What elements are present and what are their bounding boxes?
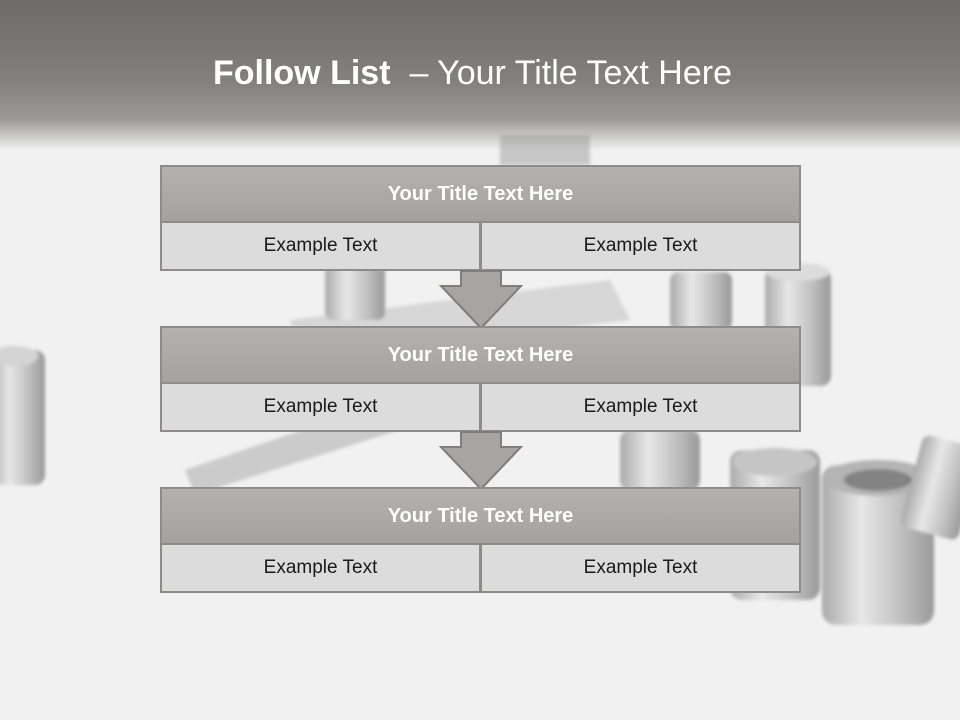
step-box-2: Your Title Text Here Example Text Exampl… bbox=[160, 326, 801, 432]
slide-title: Follow List – Your Title Text Here bbox=[0, 54, 945, 93]
step-cell-1-right: Example Text bbox=[480, 221, 801, 271]
slide-title-rest: – Your Title Text Here bbox=[409, 54, 733, 92]
step-cell-2-left: Example Text bbox=[160, 382, 481, 432]
step-title-3: Your Title Text Here bbox=[160, 487, 801, 545]
step-cell-2-right: Example Text bbox=[480, 382, 801, 432]
step-cell-3-right: Example Text bbox=[480, 543, 801, 593]
step-title-1: Your Title Text Here bbox=[160, 165, 801, 223]
step-title-2: Your Title Text Here bbox=[160, 326, 801, 384]
down-arrow-icon bbox=[438, 270, 524, 330]
step-box-1: Your Title Text Here Example Text Exampl… bbox=[160, 165, 801, 271]
header-band bbox=[0, 0, 960, 150]
down-arrow-icon bbox=[438, 431, 524, 491]
slide-title-bold: Follow List bbox=[212, 54, 391, 92]
step-box-3: Your Title Text Here Example Text Exampl… bbox=[160, 487, 801, 593]
step-cell-3-left: Example Text bbox=[160, 543, 481, 593]
step-cell-1-left: Example Text bbox=[160, 221, 481, 271]
